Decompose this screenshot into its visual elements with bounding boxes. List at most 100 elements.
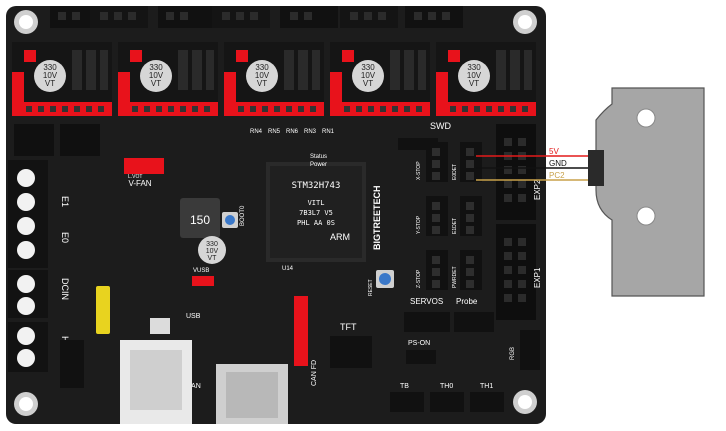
e1-label: E1 [60,196,70,207]
capacitor-value: 330 [361,63,375,72]
tb-header [390,392,424,412]
sensor-plate [588,87,705,297]
reset-label: RESET [368,279,374,296]
vusb-label: VUSB [193,268,209,274]
capacitor [246,60,278,92]
can-port-inner [130,350,182,410]
driver-socket: 330 10V VT [224,42,324,116]
screw-terminal-block [8,270,48,318]
can-fd-label: CAN FD [311,360,318,386]
mcu-line2: VITL [308,199,325,207]
z-stop-label: Z-STOP [416,269,422,288]
driver-socket: 330 10V VT [330,42,430,116]
capacitor-code: VT [45,79,55,88]
ps-on-header [406,350,436,364]
swd-label: SWD [430,121,451,131]
servos-header [404,312,450,332]
capacitor-value: 330 [43,63,57,72]
capacitor [352,60,384,92]
wire-gnd-label: GND [549,159,567,168]
e0det-label: E0DET [452,164,458,180]
x-stop-label: X-STOP [416,161,422,180]
status-label: Status [310,154,327,160]
screw-terminal-block [8,160,48,268]
usb-label: USB [186,313,201,320]
capacitor-code: VT [363,79,373,88]
capacitor-volt: 10V [206,248,219,255]
wires: 5V GND PC2 [476,147,590,181]
mounting-hole [14,392,38,416]
mounting-hole [513,390,537,414]
capacitor-code: VT [469,79,479,88]
vfan-jumper [124,158,164,174]
mounting-hole [636,206,656,226]
vusb-jumper [192,276,214,286]
inductor [180,198,220,238]
usb-port [150,318,170,334]
mcu-line1: STM32H743 [292,181,341,191]
exp1-label: EXP1 [533,267,542,288]
rgb-header [520,330,540,370]
sd-card-slot-inner [226,372,278,418]
pwrdet-label: PWRDET [452,266,458,288]
probe-header [454,312,494,332]
capacitor-volt: 10V [43,71,58,80]
mounting-hole [14,10,38,34]
capacitor [198,236,226,264]
mounting-hole [513,10,537,34]
endstop-headers [426,142,482,290]
boot0-button-cap [225,215,235,225]
fuse [96,286,110,334]
wire-pc2-label: PC2 [549,171,565,180]
screw-terminal-block [8,322,48,372]
vfan-label: V-FAN [128,179,151,188]
capacitor-volt: 10V [149,71,164,80]
th1-label: TH1 [480,383,493,390]
mcu-line4: PHL AA 0S [297,219,335,227]
servos-label: SERVOS [410,297,443,306]
exp2-label: EXP2 [533,179,542,200]
mcu-line3: 7B3L7 V5 [299,209,333,217]
brand-label: BIGTREETECH [372,185,382,250]
fan-header [14,124,100,156]
rgb-label: RGB [510,347,516,360]
exp2-header [496,124,536,220]
rn6-label: RN6 [286,129,299,135]
wire-5v-label: 5V [549,147,559,156]
mcu-chip: STM32H743 VITL 7B3L7 V5 PHL AA 0S ARM [266,162,366,262]
boot0-label: BOOT0 [240,205,246,226]
bltouch-header [60,340,84,388]
capacitor-volt: 10V [467,71,482,80]
capacitor-value: 330 [255,63,269,72]
rn3-label: RN3 [304,129,317,135]
capacitor-volt: 10V [361,71,376,80]
tb-label: TB [400,383,409,390]
capacitor-value: 330 [206,241,218,248]
reset-button-cap [379,273,391,285]
motor-connectors-top [50,6,463,28]
probe-label: Probe [456,297,478,306]
driver-socket: 330 10V VT [436,42,536,116]
arm-logo: ARM [330,232,350,242]
th1-header [470,392,504,412]
capacitor [34,60,66,92]
th0-header [430,392,464,412]
tft-label: TFT [340,322,357,332]
e1det-label: E1DET [452,218,458,234]
exp1-header [496,224,536,320]
power-label: Power [310,162,327,168]
driver-socket: 330 10V VT [118,42,218,116]
rn1-label: RN1 [322,129,335,135]
rn5-label: RN5 [268,129,281,135]
capacitor-value: 330 [149,63,163,72]
can-label: CAN [186,383,201,390]
capacitor [140,60,172,92]
capacitor-volt: 10V [255,71,270,80]
mainboard: 330 10V VT 330 10V VT 330 10V VT [6,6,546,424]
y-stop-label: Y-STOP [416,215,422,234]
capacitor [458,60,490,92]
mounting-hole [636,108,656,128]
capacitor-code: VT [257,79,267,88]
tft-header [330,336,372,368]
